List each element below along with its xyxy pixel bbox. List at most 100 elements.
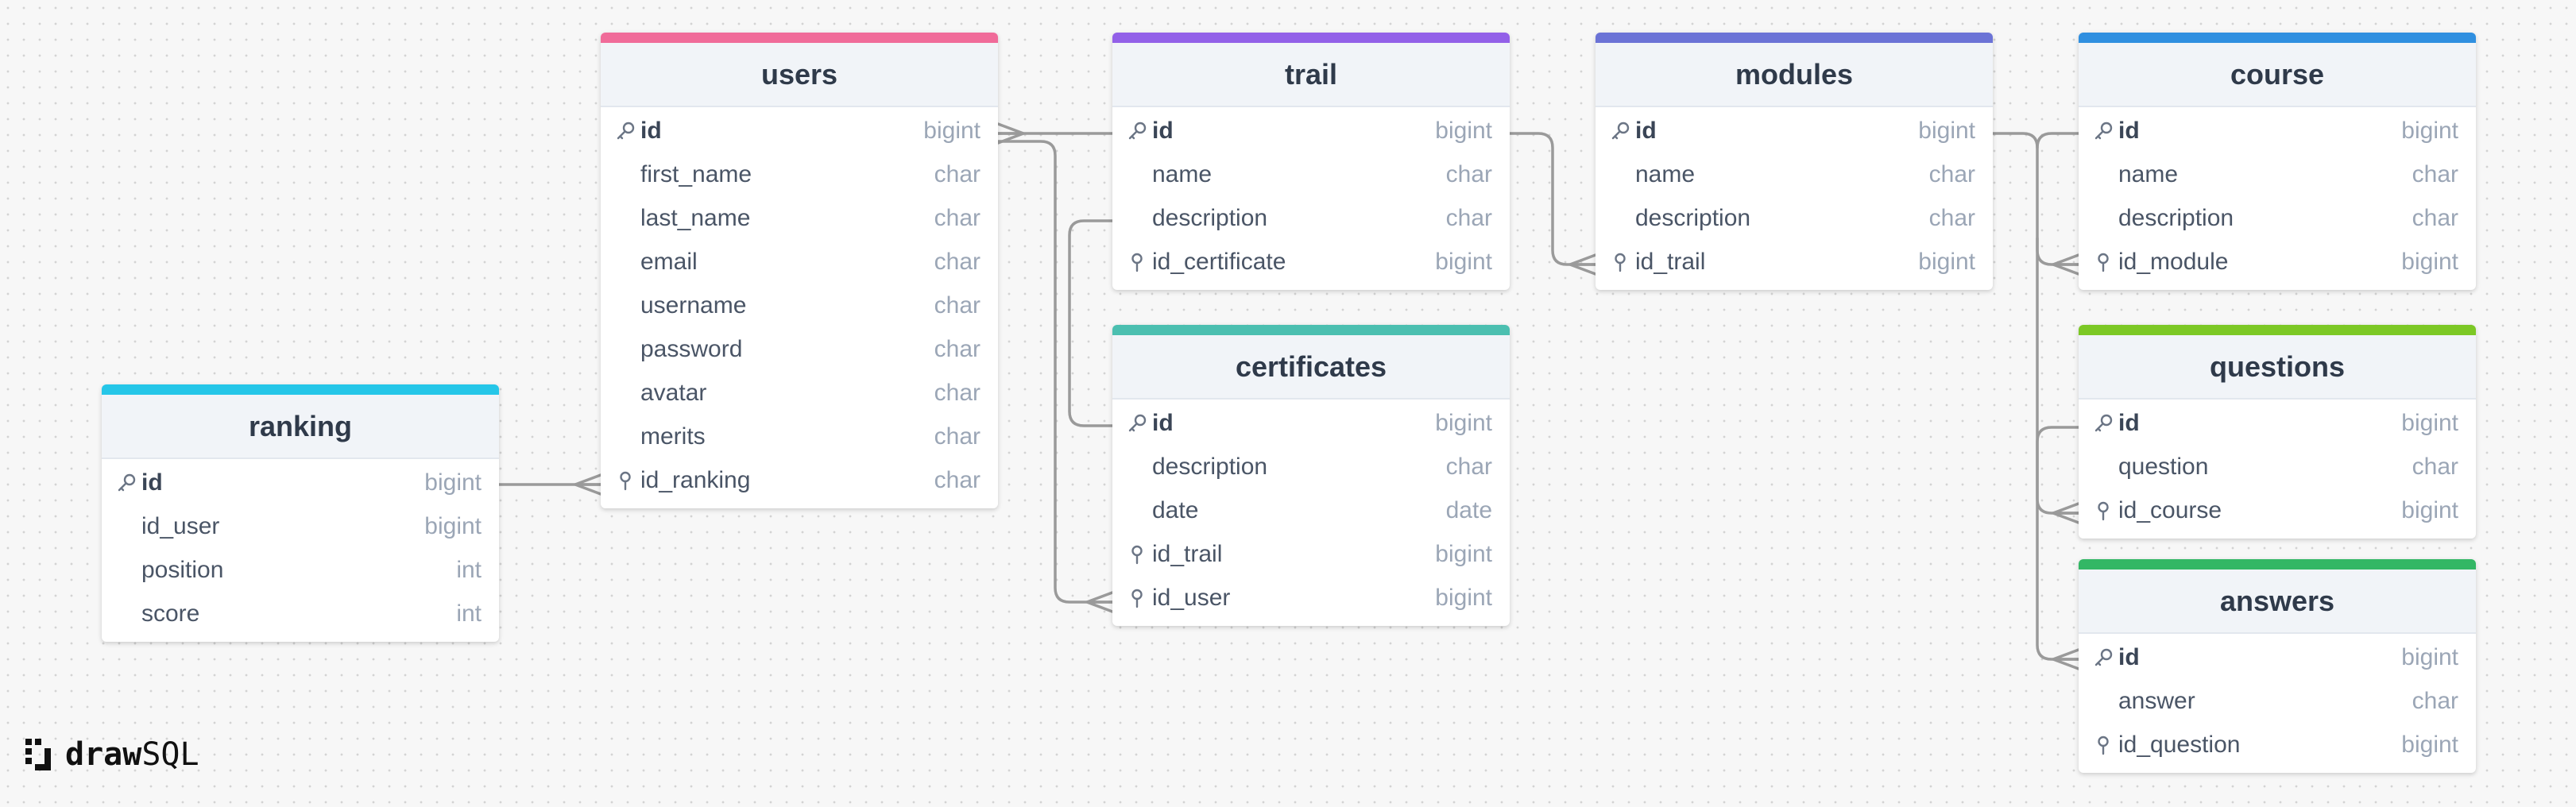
table-title: trail [1284, 57, 1338, 91]
column-type: char [1445, 204, 1492, 231]
column-type: bigint [923, 117, 981, 144]
table-header-answers[interactable]: answers [2079, 570, 2476, 634]
crowfoot-users-id [996, 122, 1025, 145]
column-type: bigint [1435, 117, 1492, 144]
drawsql-logo: draw SQL [24, 735, 199, 774]
column-name: id [1635, 117, 1657, 144]
foreign-key-icon [2093, 735, 2114, 755]
column-name: id_certificate [1152, 248, 1286, 275]
column-row-id_trail[interactable]: id_trail bigint [1595, 240, 1993, 284]
crowfoot-certificates-id-user [1085, 591, 1114, 613]
foreign-key-icon [2093, 252, 2114, 272]
table-header-modules[interactable]: modules [1595, 43, 1993, 107]
column-type: char [934, 466, 981, 493]
table-header-questions[interactable]: questions [2079, 335, 2476, 400]
column-name: avatar [640, 379, 707, 406]
column-type: char [2412, 687, 2458, 714]
column-type: bigint [2401, 643, 2458, 670]
table-header-certificates[interactable]: certificates [1112, 335, 1510, 400]
column-name: description [2118, 204, 2234, 231]
column-name: id [2118, 643, 2140, 670]
table-header-trail[interactable]: trail [1112, 43, 1510, 107]
primary-key-icon [1610, 121, 1630, 141]
column-type: char [934, 160, 981, 187]
primary-key-icon [1127, 413, 1147, 434]
column-row-last_name[interactable]: last_name char [601, 196, 998, 240]
column-type: char [934, 292, 981, 319]
table-header-ranking[interactable]: ranking [102, 395, 499, 459]
table-title: ranking [248, 409, 353, 442]
column-name: id [141, 469, 163, 496]
crowfoot-users-id-ranking [574, 473, 602, 496]
column-row-id_certificate[interactable]: id_certificate bigint [1112, 240, 1510, 284]
table-title: modules [1735, 57, 1854, 91]
column-row-id[interactable]: id bigint [102, 461, 499, 504]
column-type: char [1445, 453, 1492, 480]
column-row-id[interactable]: id bigint [2079, 635, 2476, 679]
column-type: char [934, 204, 981, 231]
column-type: bigint [2401, 248, 2458, 275]
column-type: bigint [1435, 248, 1492, 275]
column-type: char [2412, 160, 2458, 187]
foreign-key-icon [1127, 544, 1147, 565]
column-name: merits [640, 423, 706, 450]
column-name: id_module [2118, 248, 2229, 275]
relation-course-questions [2036, 426, 2080, 515]
table-header-course[interactable]: course [2079, 43, 2476, 107]
column-type: bigint [2401, 496, 2458, 523]
table-title: users [760, 57, 838, 91]
column-row-merits[interactable]: merits char [601, 415, 998, 458]
column-type: bigint [424, 469, 482, 496]
column-name: id_user [1152, 584, 1231, 611]
column-name: id [2118, 409, 2140, 436]
column-type: bigint [2401, 731, 2458, 758]
column-row-description[interactable]: description char [1112, 196, 1510, 240]
column-name: last_name [640, 204, 751, 231]
column-type: char [934, 423, 981, 450]
table-title: course [2230, 57, 2325, 91]
column-type: bigint [1918, 248, 1975, 275]
column-name: id_trail [1635, 248, 1706, 275]
column-row-first_name[interactable]: first_name char [601, 153, 998, 196]
column-row-id_module[interactable]: id_module bigint [2079, 240, 2476, 284]
table-header-users[interactable]: users [601, 43, 998, 107]
column-name: description [1152, 204, 1268, 231]
column-name: first_name [640, 160, 752, 187]
